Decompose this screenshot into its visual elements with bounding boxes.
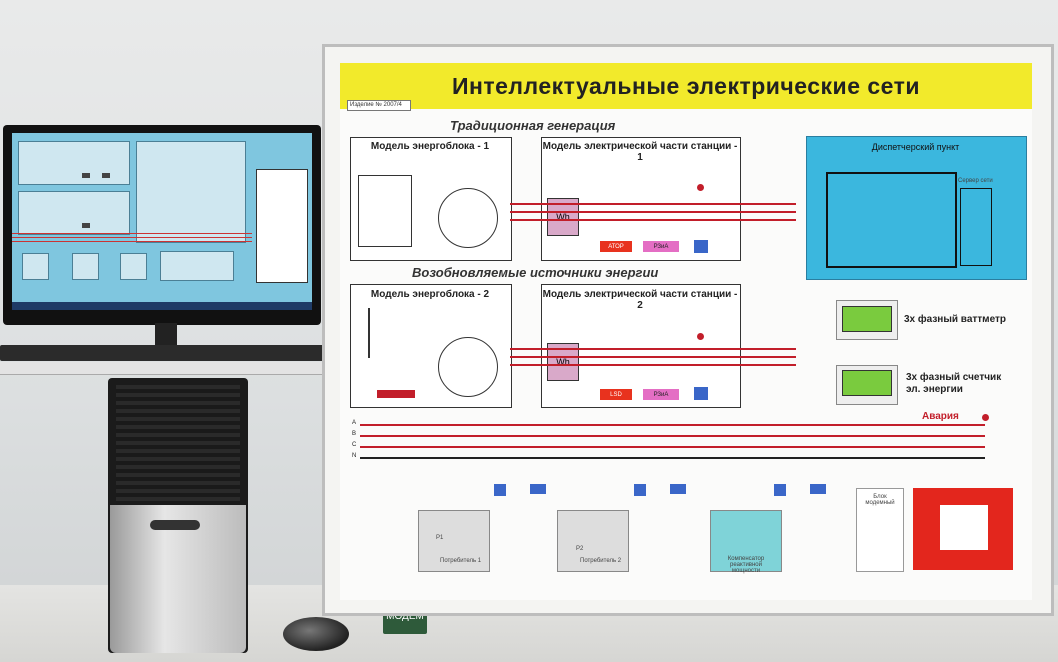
screen-block xyxy=(82,173,90,178)
solar-heater-icon xyxy=(377,390,415,398)
station1-title: Модель электрической части станции - 1 xyxy=(542,141,738,163)
section-renewable: Возобновляемые источники энергии xyxy=(412,265,659,280)
screen-log-panel xyxy=(256,169,308,283)
pc-front-grille xyxy=(116,385,240,510)
screen-panel-5 xyxy=(72,253,99,280)
screen-panel-2 xyxy=(18,191,130,235)
screen-panel-7 xyxy=(160,251,234,281)
server-icon xyxy=(960,188,992,266)
a3-box xyxy=(810,484,826,494)
wattmeter-label: 3х фазный ваттметр xyxy=(904,314,1007,325)
section-traditional: Традиционная генерация xyxy=(450,118,616,133)
screen-panel-3 xyxy=(136,141,246,243)
mouse xyxy=(283,617,349,651)
breaker-1 xyxy=(694,240,708,253)
counter-label: 3х фазный счетчик эл. энергии xyxy=(906,372,1001,396)
bus-c xyxy=(360,446,985,448)
p1-label: P1 xyxy=(436,535,444,541)
compensator-label: Компенсатор реактивной мощности xyxy=(727,556,765,574)
bus-a xyxy=(360,424,985,426)
keyboard xyxy=(0,345,330,361)
screen-bus-line xyxy=(12,237,252,238)
screen-bus-line xyxy=(12,233,252,234)
screen-block xyxy=(82,223,90,228)
board-title: Интеллектуальные электрические сети xyxy=(451,72,921,99)
compensator-breaker xyxy=(774,484,786,496)
lsd-block-2: LSD xyxy=(600,389,632,400)
wind-turbine-icon xyxy=(368,308,425,358)
consumer1-box xyxy=(418,510,490,572)
compensator-box xyxy=(710,510,782,572)
indicator-lamp xyxy=(697,184,704,191)
line-a-mid xyxy=(510,348,796,350)
bus-n xyxy=(360,457,985,459)
monitor-stand xyxy=(155,323,177,351)
power-plant-icon xyxy=(358,175,412,247)
ator-block-1: АТОР xyxy=(600,241,632,252)
server-label: Сервер сети xyxy=(958,178,993,184)
screen-panel-1 xyxy=(18,141,130,185)
screen-panel-4 xyxy=(22,253,49,280)
consumer1-label: Потребитель 1 xyxy=(440,558,482,564)
modem-block-label: Блок модемный xyxy=(865,494,895,506)
generator-icon xyxy=(438,337,498,397)
counter-label-line2: эл. энергии xyxy=(906,384,963,395)
unit1-title: Модель энергоблока - 1 xyxy=(370,141,490,152)
energy-counter-display xyxy=(842,370,892,396)
line-b-mid xyxy=(510,356,796,358)
dispatch-panel xyxy=(806,136,1027,280)
alarm-module xyxy=(940,505,988,550)
counter-label-line1: 3х фазный счетчик xyxy=(906,372,1002,383)
rza-block-2: РЗиА xyxy=(643,389,679,400)
consumer2-breaker xyxy=(634,484,646,496)
desk-shelf xyxy=(0,362,335,375)
modem-block xyxy=(856,488,904,572)
taskbar xyxy=(12,302,312,310)
unit2-title: Модель энергоблока - 2 xyxy=(370,289,490,300)
board-title-bar: Интеллектуальные электрические сети xyxy=(340,63,1032,109)
wattmeter-display xyxy=(842,306,892,332)
breaker-2 xyxy=(694,387,708,400)
dispatch-title: Диспетчерский пункт xyxy=(871,142,960,152)
screen-panel-6 xyxy=(120,253,147,280)
consumer1-breaker xyxy=(494,484,506,496)
indicator-lamp xyxy=(697,333,704,340)
a1-box xyxy=(530,484,546,494)
monitor-screen xyxy=(12,133,312,308)
bus-label-n: N xyxy=(352,453,357,459)
article-number: Изделие № 2007/4 xyxy=(347,100,411,111)
generator-icon xyxy=(438,188,498,248)
screen-bus-line xyxy=(12,241,252,242)
station2-title: Модель электрической части станции - 2 xyxy=(542,289,738,311)
bus-b xyxy=(360,435,985,437)
bus-label-a: A xyxy=(352,420,357,426)
alarm-label: Авария xyxy=(922,411,959,422)
screen-block xyxy=(102,173,110,178)
bus-label-b: B xyxy=(352,431,357,437)
line-a-top xyxy=(510,203,796,205)
line-c-top xyxy=(510,219,796,221)
line-c-mid xyxy=(510,364,796,366)
bus-label-c: C xyxy=(352,442,357,448)
rza-block-1: РЗиА xyxy=(643,241,679,252)
p2-label: P2 xyxy=(576,546,584,552)
line-b-top xyxy=(510,211,796,213)
consumer2-box xyxy=(557,510,629,572)
a2-box xyxy=(670,484,686,494)
consumer2-label: Потребитель 2 xyxy=(580,558,622,564)
alarm-lamp xyxy=(982,414,989,421)
pc-logo xyxy=(150,520,200,530)
dispatch-screen-icon xyxy=(826,172,957,268)
